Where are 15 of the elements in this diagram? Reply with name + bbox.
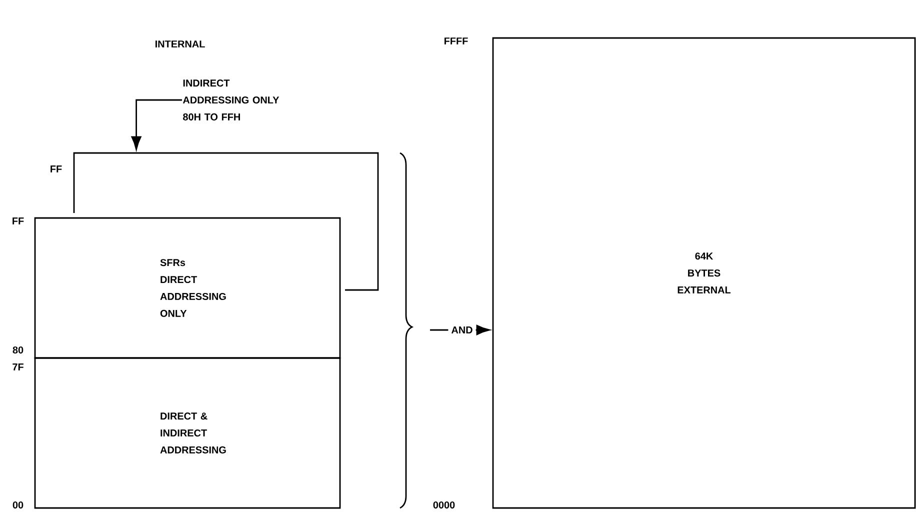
memory-block-outline (73, 152, 379, 213)
address-label: 80 (12, 346, 24, 354)
memory-block: SFRs DIRECT ADDRESSING ONLY (34, 217, 341, 359)
memory-block: DIRECT & INDIRECT ADDRESSING (34, 357, 341, 509)
heading-label: INTERNAL (156, 40, 205, 48)
address-label: FF (50, 166, 62, 172)
address-label: FFFF (444, 38, 468, 44)
edge-label: AND (448, 324, 476, 336)
address-label: 7F (12, 364, 24, 370)
annotation-text: INDIRECT ADDRESSING ONLY 80H TO FFH (182, 80, 280, 120)
memory-block: 64K BYTES EXTERNAL (492, 37, 916, 509)
address-label: 00 (12, 501, 24, 509)
address-label: FF (12, 218, 24, 224)
address-label: 0000 (433, 501, 455, 509)
arrow (131, 99, 182, 150)
